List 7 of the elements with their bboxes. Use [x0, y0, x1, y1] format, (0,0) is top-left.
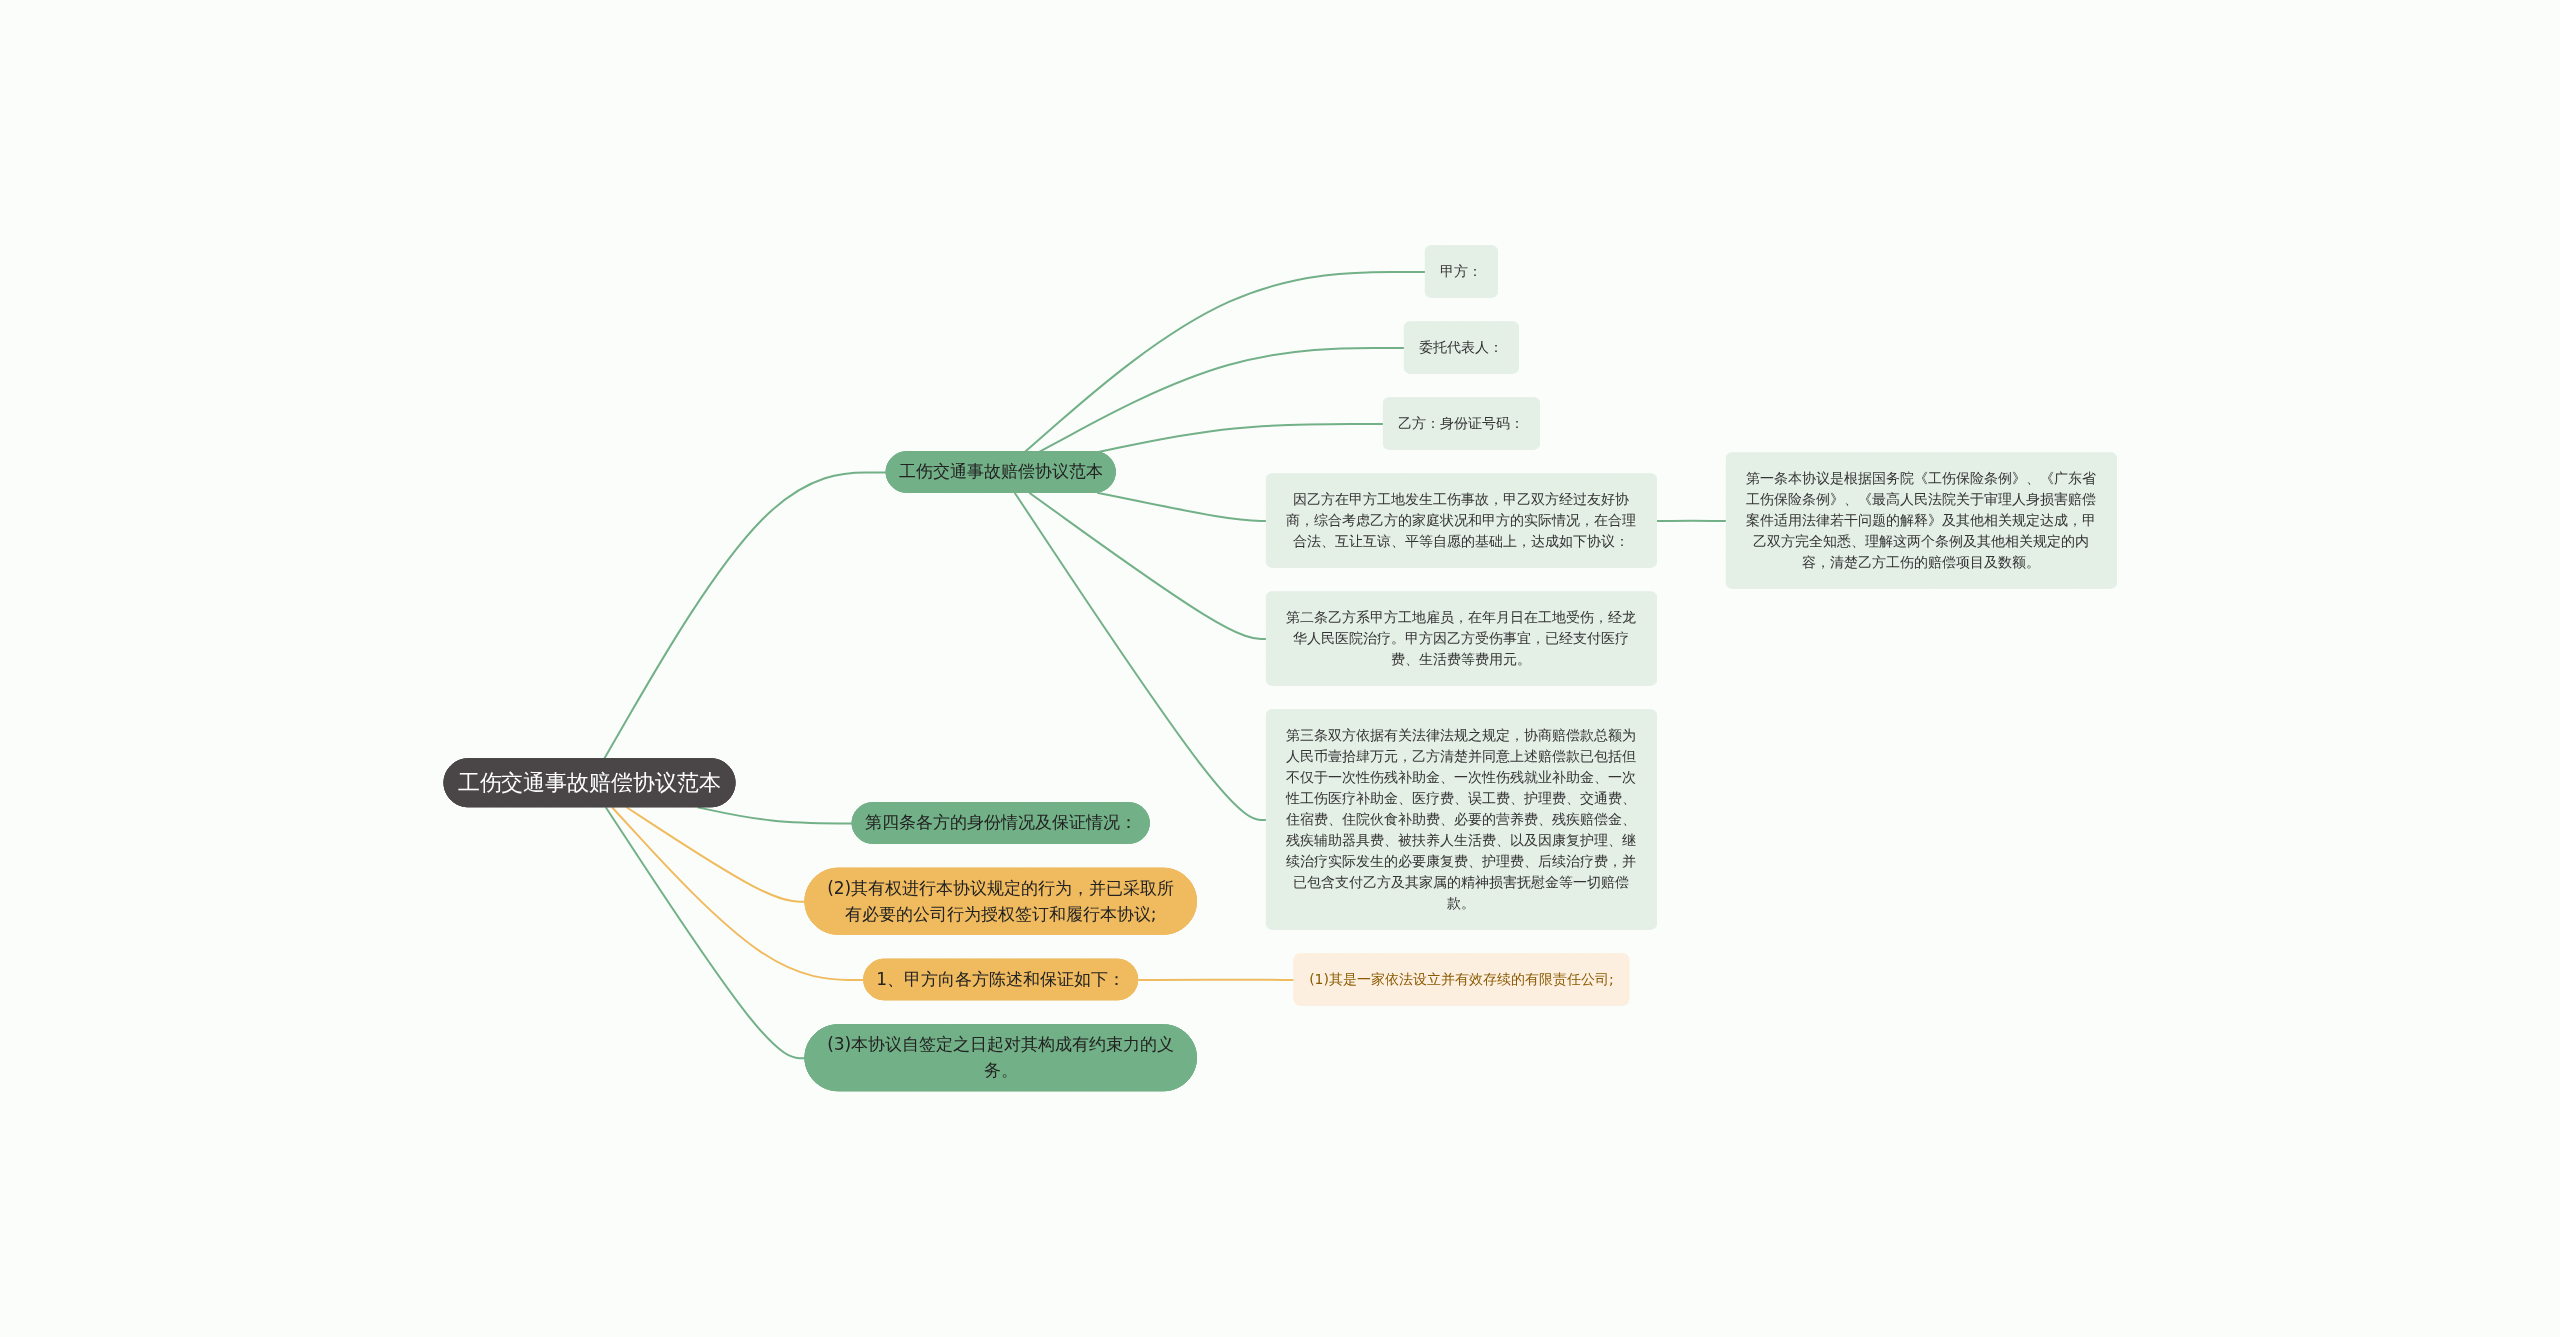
connector [1028, 491, 1268, 641]
connector [696, 806, 854, 825]
connector [1013, 491, 1268, 822]
connector [1023, 271, 1427, 454]
connector [1655, 519, 1728, 523]
connector [1037, 347, 1406, 454]
connector [1095, 491, 1268, 523]
